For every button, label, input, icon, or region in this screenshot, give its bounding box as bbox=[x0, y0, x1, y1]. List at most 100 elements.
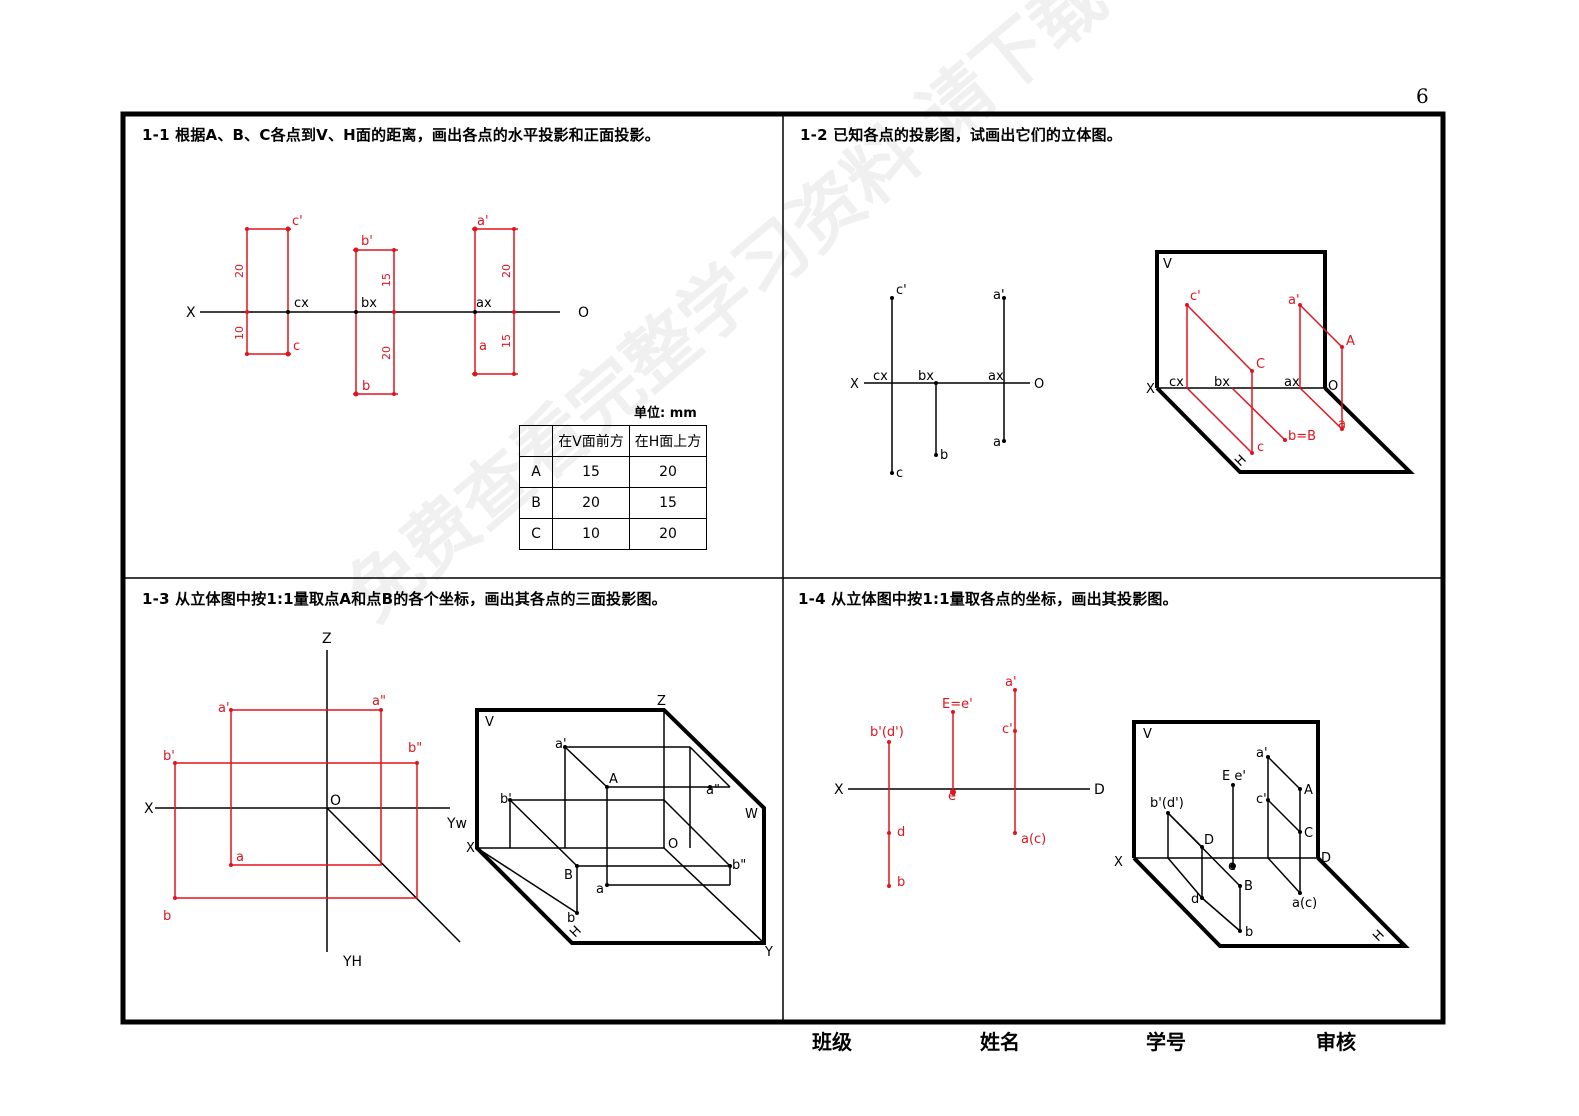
axis-x-label: X bbox=[186, 305, 196, 321]
table-cell: A bbox=[519, 456, 553, 488]
diagram-1-3-pictorial: V Z W X Y O A B a' a" b' b" a b H bbox=[466, 694, 773, 960]
label-b-prime: b' bbox=[500, 792, 512, 807]
table-cell: 10 bbox=[552, 518, 630, 550]
label-w: W bbox=[745, 807, 758, 822]
label-o: O bbox=[1034, 377, 1044, 392]
dim-20-c: 20 bbox=[233, 264, 246, 278]
label-a-prime: a' bbox=[477, 214, 489, 229]
label-b: b bbox=[940, 448, 948, 463]
page-number: 6 bbox=[1416, 84, 1429, 108]
label-b-prime: b' bbox=[163, 749, 175, 764]
diagram-1-1: X O c' bbox=[186, 214, 589, 397]
label-c-prime: c' bbox=[896, 283, 907, 298]
label-x: X bbox=[1146, 382, 1155, 397]
label-a-prime: a' bbox=[1256, 746, 1268, 761]
label-yw: Yw bbox=[446, 816, 467, 832]
label-a-prime: a' bbox=[1005, 675, 1017, 690]
label-o: O bbox=[1328, 379, 1338, 394]
table-cell: 20 bbox=[629, 456, 707, 488]
label-a-prime: a' bbox=[555, 737, 567, 752]
label-b-eq-B: b=B bbox=[1288, 429, 1316, 444]
label-A: A bbox=[1304, 783, 1313, 798]
label-x: X bbox=[466, 841, 475, 856]
section-1-1-title: 1-1 根据A、B、C各点到V、H面的距离，画出各点的水平投影和正面投影。 bbox=[142, 126, 660, 144]
label-A: A bbox=[1346, 334, 1355, 349]
dim-20-b: 20 bbox=[380, 346, 393, 360]
label-x: X bbox=[834, 782, 844, 798]
label-d-axis: D bbox=[1094, 782, 1105, 798]
table-header-cell: 在V面前方 bbox=[552, 425, 630, 457]
label-a-prime: a' bbox=[1288, 293, 1300, 308]
table-header-cell: 在H面上方 bbox=[629, 425, 707, 457]
table-cell: B bbox=[519, 487, 553, 519]
label-d-origin: D bbox=[1321, 851, 1331, 866]
label-e: e bbox=[948, 789, 956, 804]
label-d: d bbox=[897, 825, 905, 840]
label-v: V bbox=[485, 715, 494, 730]
dim-15-b: 15 bbox=[380, 273, 393, 287]
label-ax: ax bbox=[1284, 375, 1300, 390]
label-v: V bbox=[1163, 257, 1172, 272]
label-cx: cx bbox=[873, 369, 888, 384]
label-bd-prime: b'(d') bbox=[1150, 796, 1184, 811]
label-bx: bx bbox=[361, 296, 377, 311]
label-ax: ax bbox=[476, 296, 492, 311]
label-c-prime: c' bbox=[1002, 722, 1013, 737]
label-a-c: a(c) bbox=[1292, 896, 1317, 911]
label-d: d bbox=[1191, 892, 1199, 907]
label-b: b bbox=[163, 909, 171, 924]
label-A: A bbox=[609, 772, 618, 787]
label-b: b bbox=[567, 911, 575, 926]
label-c-prime: c' bbox=[292, 214, 303, 229]
label-x: X bbox=[1114, 855, 1123, 870]
label-cx: cx bbox=[1169, 375, 1184, 390]
label-x: X bbox=[850, 377, 859, 392]
label-E-e-prime: E=e' bbox=[942, 697, 973, 712]
label-b-dprime: b" bbox=[732, 858, 746, 873]
label-a: a bbox=[596, 882, 604, 897]
label-bd-prime: b'(d') bbox=[870, 725, 904, 740]
label-o: O bbox=[330, 793, 341, 809]
distance-table: 在V面前方 在H面上方 A 15 20 B 20 15 C 10 20 bbox=[519, 425, 707, 550]
table-row: C 10 20 bbox=[519, 518, 707, 550]
label-z: Z bbox=[322, 631, 332, 647]
label-b-dprime: b" bbox=[408, 741, 422, 756]
footer-student-id-label: 学号 bbox=[1146, 1030, 1186, 1054]
label-C: C bbox=[1256, 357, 1265, 372]
label-a: a bbox=[479, 339, 487, 354]
diagram-1-4-pictorial: V X D H b'(d') E e' a' c' A C D e B d b … bbox=[1114, 720, 1410, 948]
section-1-4-title: 1-4 从立体图中按1:1量取各点的坐标，画出其投影图。 bbox=[798, 590, 1178, 608]
label-C: C bbox=[1304, 826, 1313, 841]
label-E-e: E e' bbox=[1222, 769, 1246, 784]
label-ax: ax bbox=[988, 369, 1004, 384]
label-c-prime: c' bbox=[1256, 792, 1267, 807]
label-b: b bbox=[1245, 925, 1253, 940]
label-b: b bbox=[362, 379, 370, 394]
label-cx: cx bbox=[294, 296, 309, 311]
label-a-dprime: a" bbox=[372, 694, 386, 709]
label-bx: bx bbox=[918, 369, 934, 384]
label-x: X bbox=[144, 801, 154, 817]
section-1-2-title: 1-2 已知各点的投影图，试画出它们的立体图。 bbox=[800, 126, 1122, 144]
section-1-3-title: 1-3 从立体图中按1:1量取点A和点B的各个坐标，画出其各点的三面投影图。 bbox=[142, 590, 667, 608]
label-a: a bbox=[1338, 417, 1346, 432]
label-v: V bbox=[1143, 727, 1152, 742]
label-c: c bbox=[1257, 440, 1264, 455]
label-a-dprime: a" bbox=[706, 783, 720, 798]
unit-label: 单位: mm bbox=[634, 406, 697, 421]
dim-20-a: 20 bbox=[500, 264, 513, 278]
label-a-prime: a' bbox=[993, 288, 1005, 303]
label-y: Y bbox=[764, 945, 773, 960]
label-D: D bbox=[1204, 833, 1214, 848]
label-c-prime: c' bbox=[1190, 289, 1201, 304]
table-row: B 20 15 bbox=[519, 487, 707, 519]
label-B: B bbox=[564, 868, 573, 883]
origin-label: O bbox=[578, 305, 589, 321]
label-b-prime: b' bbox=[361, 234, 373, 249]
label-c: c bbox=[896, 466, 903, 481]
table-cell: 15 bbox=[552, 456, 630, 488]
label-yh: YH bbox=[342, 954, 362, 970]
diagram-1-3-projection: Z X O Yw YH a' a" b' b" a b bbox=[144, 631, 467, 970]
label-a-prime: a' bbox=[218, 701, 230, 716]
